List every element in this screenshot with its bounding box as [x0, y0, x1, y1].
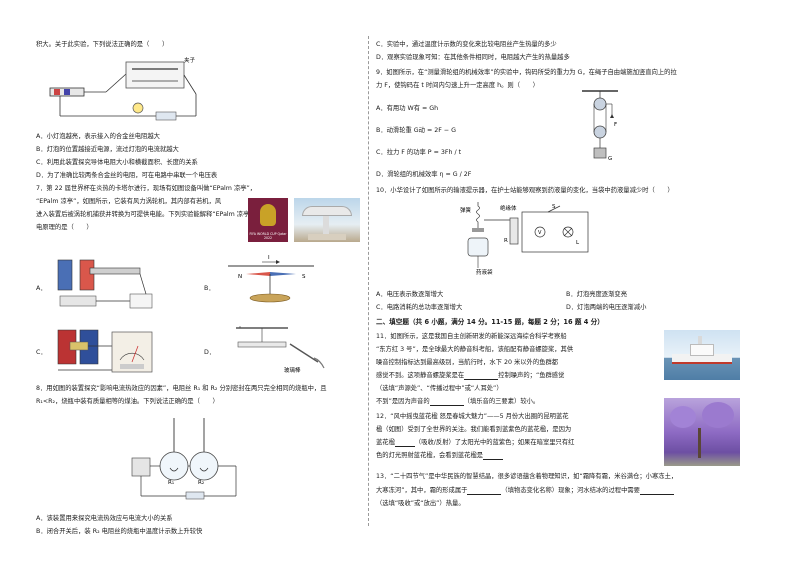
- q6-circuit-figure: 夹子: [49, 56, 197, 121]
- q10-bag-label: 药液袋: [476, 268, 493, 276]
- q9-option-b: B．动滑轮重 G动 = 2F − G: [376, 127, 457, 134]
- q8-flasks-figure: R₁ R₂: [131, 418, 237, 500]
- q6-option-b: B．灯泡的位置越接近电源，流过灯泡的电流就越大: [36, 146, 179, 153]
- q12-line-3-prefix: 蓝花楹: [376, 439, 395, 446]
- q9-option-d: D．滑轮组的机械效率 η = G / 2F: [376, 171, 472, 178]
- q11-line-6-prefix: 不到”是因为声音的: [376, 398, 430, 405]
- q9-weight-label: G: [608, 156, 612, 162]
- q11-blank-1[interactable]: [464, 372, 499, 380]
- q10-lamp-label: L: [576, 240, 580, 246]
- q12-line-3: 蓝花楹 （吸收/反射）了太阳光中的蓝紫色；如果在暗室里只有红: [376, 438, 574, 447]
- q7-worldcup-logo-photo: FIFA WORLD CUP Qatar 2022: [248, 198, 288, 242]
- q12-line-1: 12．“风中摇曳蓝花楹 怒是春城大魅力”——5 月份大出圈的昆明蓝花: [376, 413, 569, 420]
- q9-stem-line-1: 9．如图所示，在“测量滑轮组的机械效率”的实验中，钩码所受的重力为 G，在绳子自…: [376, 69, 677, 76]
- q12-line-4-prefix: 色的灯光照射蓝花楹，会看到蓝花楹是: [376, 452, 484, 459]
- q7-stem-line-1: 7．第 22 届世界杯在炎热的卡塔尔进行，现场有如图设备叫做“EPalm 凉亭”…: [36, 185, 257, 192]
- q12-line-4: 色的灯光照射蓝花楹，会看到蓝花楹是: [376, 451, 504, 460]
- left-column: 积大。关于此实验，下列说法正确的是（ ） 夹子 A．小灯泡越亮，表示接入的合金丝…: [36, 0, 366, 562]
- q9-option-c: C．拉力 F 的功率 P = 3Fh / t: [376, 149, 462, 156]
- q12-line-3-suffix: （吸收/反射）了太阳光中的蓝紫色；如果在暗室里只有红: [414, 439, 575, 446]
- q8-r2-label: R₂: [198, 480, 204, 486]
- q10-stem: 10．小华设计了如图所示的输液提示器，在护士站能够观察到药液量的变化，当袋中药液…: [376, 187, 674, 194]
- q10-rheostat-label: R: [504, 238, 508, 244]
- q7-b-north-label: N: [238, 274, 242, 280]
- column-divider: [368, 36, 369, 526]
- q7-stem-line-4: 电原理的是（ ）: [36, 224, 93, 231]
- q7-option-a-label: A．: [36, 285, 47, 292]
- q8-option-c: C．实验中，通过温度计示数的变化来比较电阻丝产生热量的多少: [376, 41, 557, 48]
- q7-d-glass-rod-label: 玻璃棒: [284, 366, 301, 374]
- q11-line-1: 11．如图所示，这是我国自主创新研发的新能深远海综合科学考察船: [376, 333, 567, 340]
- q7-option-b-figure: I N S: [228, 255, 314, 303]
- q9-option-a: A．有用功 W有 = Gh: [376, 105, 439, 112]
- q11-line-4: 感觉不到。这项静音螺旋桨是在 控制噪声的；“鱼群感觉: [376, 371, 564, 380]
- q7-option-c-label: C．: [36, 349, 47, 356]
- q11-line-4-suffix: 控制噪声的；“鱼群感觉: [498, 372, 565, 379]
- q12-blank-2[interactable]: [483, 452, 504, 460]
- q7-option-b-label: B．: [204, 285, 215, 292]
- q10-switch-label: S: [552, 204, 556, 210]
- q7-option-a-figure: [57, 259, 153, 309]
- q9-stem-line-2: 力 F，使钩码在 t 时间内匀速上升一定高度 h。则（ ）: [376, 82, 539, 89]
- q11-line-2: “东方红 3 号”，是全球最大的静音科考船，该船配有静音螺旋桨，其供: [376, 346, 574, 353]
- q9-pulley-figure: F G: [582, 90, 618, 162]
- q7-option-d-figure: 玻璃棒: [236, 326, 325, 374]
- q8-stem-line-1: 8．用如图的装置探究“影响电流热效应的因素”，电阻丝 R₁ 和 R₂ 分别密封在…: [36, 385, 327, 392]
- q8-option-a: A．该装置用来探究电流热效应与电流大小的关系: [36, 515, 173, 522]
- q7-stem-line-3: 进入装置后被涡轮机捕获并转换为可提供电能。下列实验能解释“EPalm 凉亭”发: [36, 211, 259, 218]
- q8-option-b: B．闭合开关后，装 R₂ 电阻丝的烧瓶中温度计示数上升较快: [36, 528, 203, 535]
- q13-line-2: 大寒冻河”，其中，霜的形成属于 （填物态变化名称）现象；河水结冰的过程中需要: [376, 486, 674, 495]
- q7-option-d-label: D．: [204, 349, 216, 356]
- q12-line-2: 楹（如图）受到了全世界的关注。我们能看到蓝紫色的蓝花楹，是因为: [376, 426, 572, 433]
- q6-fig-clip-label: 夹子: [184, 56, 196, 64]
- q11-blank-2[interactable]: [429, 398, 464, 406]
- q10-option-c: C．电路消耗的总功率逐渐增大: [376, 304, 463, 311]
- q6-option-a: A．小灯泡越亮，表示接入的合金丝电阻越大: [36, 133, 160, 140]
- q13-line-1: 13．“二十四节气”是中华民族的智慧结晶，很多谚语蕴含着物理知识，如“霜降有霜，…: [376, 473, 678, 480]
- q7-b-current-label: I: [268, 255, 270, 261]
- q13-blank-2[interactable]: [639, 487, 674, 495]
- q10-option-b: B．灯泡亮度逐渐变亮: [566, 291, 627, 298]
- q13-line-2-prefix: 大寒冻河”，其中，霜的形成属于: [376, 487, 468, 494]
- q12-blank-1[interactable]: [394, 439, 415, 447]
- q8-option-d: D．观察实验现象可知：在其他条件相同时，电阻越大产生的热量越多: [376, 54, 570, 61]
- q10-spring-label: 弹簧: [460, 206, 472, 214]
- q10-voltmeter-label: V: [538, 230, 542, 236]
- q13-blank-1[interactable]: [467, 487, 502, 495]
- section-2-title: 二、填空题（共 6 小题，满分 14 分。11-15 题，每题 2 分；16 题…: [376, 318, 604, 326]
- q7-option-c-figure: [57, 329, 153, 373]
- q11-line-6: 不到”是因为声音的 （填乐音的三要素）较小。: [376, 397, 539, 406]
- q13-line-3: （选填“吸收”或“放出”）热量。: [376, 500, 465, 507]
- q11-line-3: 噪音控制指标达到最高级别，当航行时，水下 20 米以外的鱼群都: [376, 359, 559, 366]
- q7-epalm-photo: [294, 198, 360, 242]
- q11-line-5: （选填“声源处”、“传播过程中”或“人耳处”）: [376, 385, 503, 392]
- right-column: C．实验中，通过温度计示数的变化来比较电阻丝产生热量的多少 D．观察实验现象可知…: [376, 0, 756, 562]
- q7-b-south-label: S: [302, 274, 306, 280]
- q6-option-c: C．利用此装置探究导体电阻大小和横截面积、长度的关系: [36, 159, 198, 166]
- q10-option-d: D．灯泡两端的电压逐渐减小: [566, 304, 647, 311]
- q11-line-4-prefix: 感觉不到。这项静音螺旋桨是在: [376, 372, 465, 379]
- q12-jacaranda-photo: [664, 398, 740, 466]
- q13-line-2-mid: （填物态变化名称）现象；河水结冰的过程中需要: [501, 487, 640, 494]
- q10-option-a: A．电压表示数逐渐增大: [376, 291, 444, 298]
- q7-worldcup-logo-text: FIFA WORLD CUP Qatar 2022: [249, 232, 287, 240]
- q6-stem-tail: 积大。关于此实验，下列说法正确的是（ ）: [36, 41, 169, 48]
- q7-stem-line-2: “EPalm 凉亭”，如图所示，它装有风力涡轮机，其内部有若机，风: [36, 198, 222, 205]
- q10-infusion-figure: 弹簧 药液袋 绝缘体 R V L S: [460, 202, 589, 276]
- q11-ship-photo: [664, 330, 740, 380]
- q8-r1-label: R₁: [168, 480, 174, 486]
- q8-stem-line-2: R₁<R₂，烧瓶中装有质量相等的煤油。下列说法正确的是（ ）: [36, 398, 219, 405]
- q9-force-label: F: [614, 122, 617, 128]
- q10-insulator-label: 绝缘体: [500, 204, 517, 212]
- q11-line-6-suffix: （填乐音的三要素）较小。: [463, 398, 540, 405]
- q6-option-d: D．为了准确比较两条合金丝的电阻，可在电路中串联一个电压表: [36, 172, 218, 179]
